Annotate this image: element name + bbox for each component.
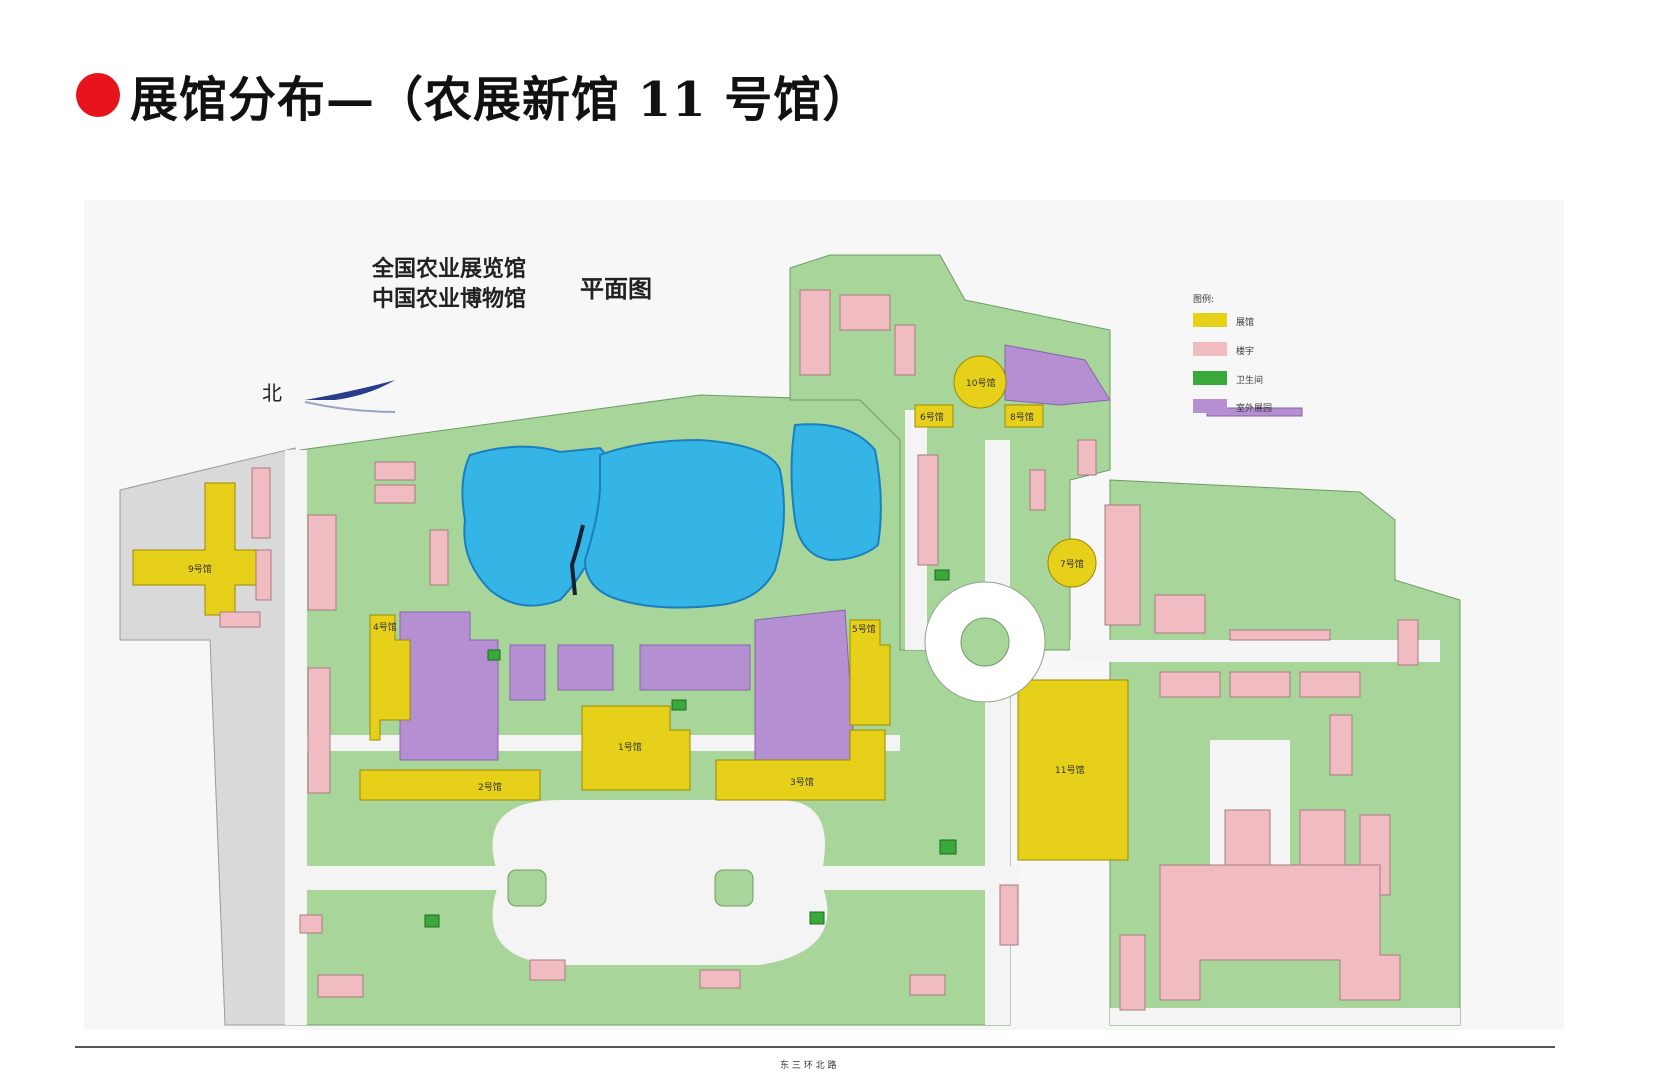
north-arrow-icon bbox=[304, 380, 396, 413]
hall-8 bbox=[1004, 404, 1044, 428]
hall-4 bbox=[369, 614, 411, 741]
hall-6 bbox=[914, 404, 954, 428]
bottom-road-label: 东 三 环 北 路 bbox=[780, 1059, 836, 1071]
map-title-line1: 全国农业展览馆 bbox=[371, 256, 526, 282]
legend-label-outdoor: 室外展园 bbox=[1236, 402, 1272, 414]
hall-10-label: 10号馆 bbox=[966, 377, 995, 389]
red-bullet-icon bbox=[76, 73, 120, 117]
hall-2-label: 2号馆 bbox=[478, 781, 502, 793]
map-title-line2: 中国农业博物馆 bbox=[372, 286, 526, 312]
hall-5 bbox=[849, 619, 891, 726]
legend-title: 图例: bbox=[1193, 293, 1214, 305]
legend-swatch-building bbox=[1193, 342, 1227, 356]
hall-1 bbox=[581, 705, 691, 791]
hall-8-label: 8号馆 bbox=[1010, 411, 1034, 423]
hall-7 bbox=[1047, 538, 1097, 588]
hall-5-label: 5号馆 bbox=[852, 623, 876, 635]
hall-3 bbox=[715, 729, 886, 801]
hall-9-label: 9号馆 bbox=[188, 563, 212, 575]
hall-10 bbox=[953, 355, 1007, 409]
map-title-suffix: 平面图 bbox=[580, 275, 652, 303]
legend: 图例: 展馆 楼宇 卫生间 室外展园 bbox=[1193, 293, 1272, 414]
legend-label-building: 楼宇 bbox=[1236, 345, 1254, 357]
legend-label-restroom: 卫生间 bbox=[1236, 374, 1263, 386]
hall-11 bbox=[1017, 679, 1129, 861]
restrooms bbox=[424, 569, 957, 928]
outdoor-areas bbox=[399, 344, 1303, 761]
legend-swatch-outdoor bbox=[1193, 399, 1227, 413]
slide-title-text: 展馆分布—（农展新馆 11 号馆） bbox=[130, 72, 872, 128]
hall-11-label: 11号馆 bbox=[1055, 764, 1084, 776]
hall-2 bbox=[359, 769, 541, 801]
legend-label-hall: 展馆 bbox=[1236, 316, 1254, 328]
hall-6-label: 6号馆 bbox=[920, 411, 944, 423]
roundabout-center bbox=[960, 617, 1010, 667]
hall-7-label: 7号馆 bbox=[1060, 558, 1084, 570]
lakes bbox=[461, 423, 882, 609]
buildings bbox=[219, 289, 1419, 1011]
halls bbox=[132, 355, 1129, 861]
legend-swatch-restroom bbox=[1193, 371, 1227, 385]
legend-swatch-hall bbox=[1193, 313, 1227, 327]
plaza-ornaments bbox=[507, 869, 754, 907]
hall-3-label: 3号馆 bbox=[790, 776, 814, 788]
lake-bridge bbox=[569, 524, 585, 596]
hall-4-label: 4号馆 bbox=[373, 621, 397, 633]
north-label: 北 bbox=[262, 381, 282, 405]
slide-title: 展馆分布—（农展新馆 11 号馆） bbox=[76, 60, 871, 130]
hall-1-label: 1号馆 bbox=[618, 741, 642, 753]
